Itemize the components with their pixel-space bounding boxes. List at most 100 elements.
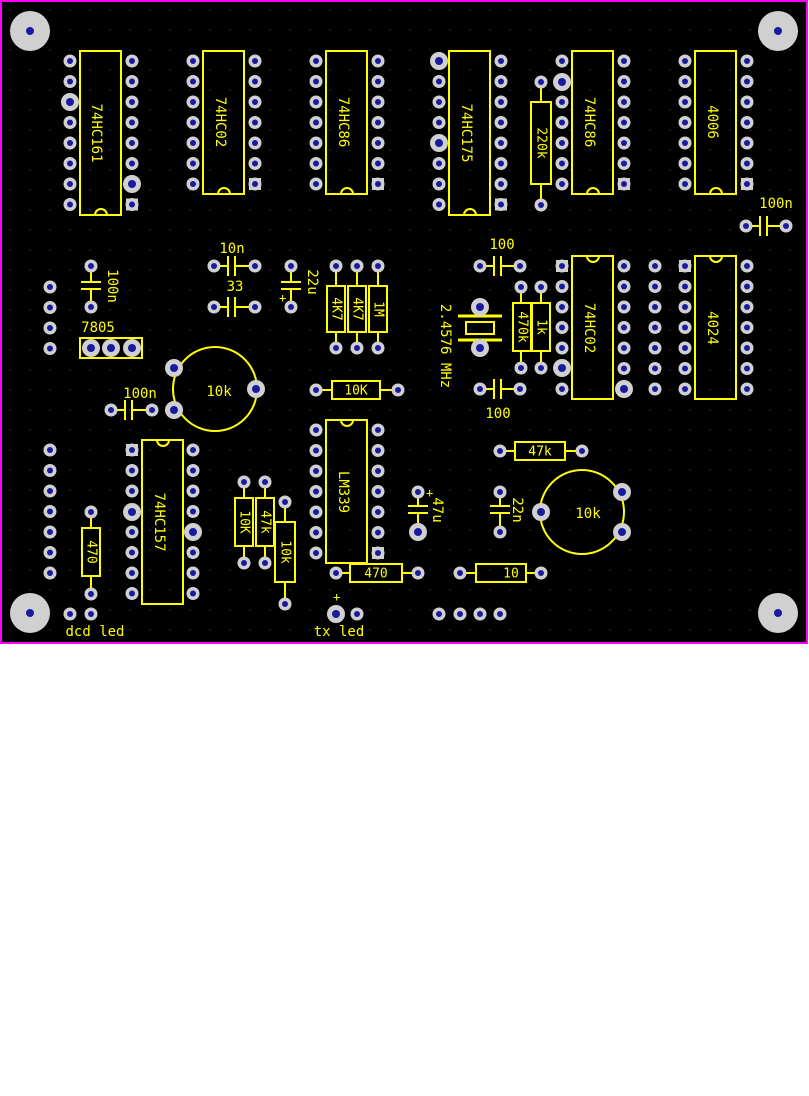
- pad-hole: [497, 529, 503, 535]
- pad-hole: [682, 160, 688, 167]
- pad-hole: [559, 324, 565, 331]
- pad-hole: [128, 508, 136, 516]
- pads: [43, 52, 793, 623]
- pad-hole: [375, 181, 381, 187]
- pad-hole: [313, 488, 319, 495]
- regulator-label: 7805: [81, 320, 115, 336]
- pad-hole: [47, 508, 53, 515]
- pad-hole: [47, 345, 53, 352]
- pad-hole: [498, 78, 504, 85]
- pad-hole: [436, 201, 442, 208]
- potentiometer-2-label: 10k: [575, 506, 601, 522]
- mounting-holes: [10, 11, 798, 633]
- pad-hole: [190, 488, 196, 494]
- pad-hole: [129, 529, 135, 535]
- resistor-10k-vb-label: 10k: [278, 540, 293, 564]
- pad-hole: [558, 78, 566, 86]
- capacitor-100-top-label: 100: [489, 237, 514, 253]
- pad-hole: [744, 263, 750, 269]
- ic-u10-label: LM339: [335, 471, 351, 513]
- pad-hole: [457, 570, 463, 576]
- pad-hole: [375, 119, 381, 126]
- pad-hole: [313, 447, 319, 454]
- pad-hole: [414, 528, 422, 536]
- pad-hole: [129, 447, 135, 453]
- pad-hole: [559, 345, 565, 351]
- capacitor-47u-label: 47u: [429, 497, 445, 522]
- pad-hole: [149, 407, 155, 413]
- pad-hole: [517, 263, 523, 269]
- pad-hole: [652, 304, 658, 310]
- pad-hole: [313, 140, 319, 146]
- pad-hole: [252, 78, 258, 85]
- pad-hole: [497, 448, 503, 454]
- capacitor-100-bot-label: 100: [485, 406, 510, 422]
- pad-hole: [537, 508, 545, 516]
- pad-hole: [128, 344, 136, 352]
- pad-hole: [375, 263, 381, 269]
- pad-hole: [67, 58, 73, 64]
- pad-hole: [559, 386, 565, 392]
- tx-led-label: tx led: [314, 624, 365, 640]
- pad-hole: [190, 590, 196, 597]
- pad-hole: [682, 140, 688, 146]
- pad-hole: [87, 344, 95, 352]
- pad-hole: [375, 488, 381, 495]
- pad-hole: [621, 324, 627, 331]
- pad-hole: [744, 324, 750, 331]
- pad-hole: [313, 529, 319, 536]
- pad-hole: [252, 181, 258, 187]
- pad-hole: [498, 58, 504, 64]
- pad-hole: [47, 284, 53, 290]
- pad-hole: [190, 140, 196, 146]
- pad-hole: [744, 181, 750, 187]
- pad-hole: [129, 99, 135, 105]
- resistor-10k-va-label: 10K: [237, 510, 252, 534]
- plus-mark-47u: +: [426, 486, 433, 500]
- pad-hole: [67, 160, 73, 167]
- pad-hole: [190, 181, 196, 187]
- pad-hole: [252, 304, 258, 310]
- pad-hole: [457, 611, 463, 617]
- pad-hole: [559, 263, 565, 269]
- pad-hole: [436, 181, 442, 187]
- pad-hole: [313, 160, 319, 167]
- pad-hole: [375, 447, 381, 454]
- board-outline: [0, 0, 808, 644]
- pad-hole: [252, 140, 258, 146]
- pad-hole: [211, 263, 217, 269]
- pad-hole: [333, 263, 339, 269]
- pad-hole: [313, 119, 319, 126]
- pad-hole: [129, 160, 135, 167]
- pad-hole: [538, 570, 544, 576]
- pad-hole: [682, 365, 688, 372]
- pad-hole: [313, 427, 319, 433]
- resistor-10-h-label: 10: [503, 567, 519, 582]
- pad-hole: [88, 509, 94, 515]
- pad-hole: [190, 99, 196, 105]
- pad-hole: [189, 528, 197, 536]
- pad-hole: [252, 99, 258, 105]
- pad-hole: [313, 58, 319, 64]
- pad-hole: [395, 387, 401, 393]
- pad-hole: [375, 529, 381, 536]
- pad-hole: [241, 479, 247, 485]
- pad-hole: [652, 386, 658, 392]
- pad-hole: [47, 488, 53, 494]
- pad-hole: [190, 160, 196, 167]
- ic-u7-label: 74HC02: [581, 303, 597, 354]
- pad-hole: [252, 58, 258, 64]
- pad-hole: [288, 263, 294, 269]
- pad-hole: [476, 303, 484, 311]
- resistor-1k-label: 1k: [534, 319, 549, 335]
- resistor-470k-label: 470k: [515, 311, 530, 342]
- pad-hole: [682, 78, 688, 85]
- pad-hole: [559, 181, 565, 187]
- pcb-board: 74HC161 74HC02 74HC86 74HC175 74HC86 400…: [0, 0, 808, 644]
- resistor-47k-label: 47k: [528, 445, 552, 460]
- pad-hole: [67, 78, 73, 85]
- pad-hole: [313, 550, 319, 556]
- capacitor-22n-label: 22n: [509, 497, 525, 522]
- pad-hole: [744, 99, 750, 105]
- pad-hole: [682, 181, 688, 187]
